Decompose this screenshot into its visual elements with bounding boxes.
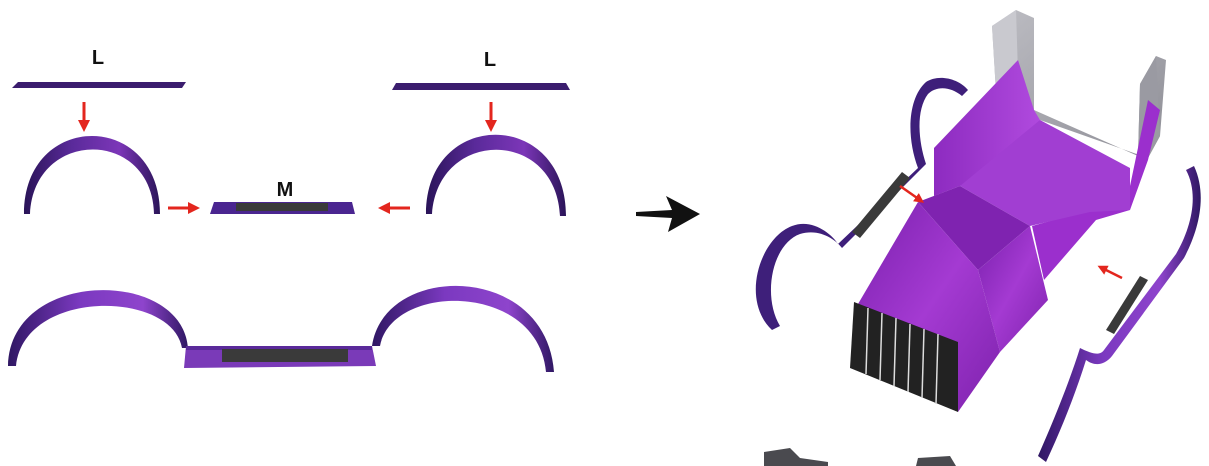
middle-strip-pad: [236, 203, 328, 211]
label-left-strip: L: [92, 47, 104, 69]
right-exploded-strip: [1038, 166, 1201, 462]
left-panel: L L M: [8, 47, 570, 372]
box-front-face: [850, 302, 958, 412]
left-wall: [934, 60, 1040, 196]
red-arrow-icon: [899, 184, 925, 203]
arrow-right-icon: [636, 196, 700, 232]
flat-strip-right: [392, 83, 570, 90]
right-wall: [1032, 100, 1160, 280]
arch-right: [426, 134, 566, 216]
assembled-pad: [222, 349, 348, 362]
grey-piece-bottom-right: [916, 456, 956, 466]
label-middle-strip: M: [277, 179, 294, 201]
box-slats: [865, 307, 939, 405]
assembled-strip: [8, 285, 554, 372]
label-right-strip: L: [484, 49, 496, 71]
center-floor: [960, 120, 1130, 226]
right-panel: [755, 10, 1201, 466]
left-exploded-strip: [755, 77, 968, 331]
red-arrow-icon: [1097, 265, 1123, 280]
front-box: [850, 186, 1048, 412]
left-strip-pad: [852, 172, 910, 238]
arch-left: [24, 136, 160, 214]
flat-strip-left: [12, 82, 186, 88]
grey-piece-bottom-left: [764, 448, 828, 466]
right-strip-pad: [1106, 276, 1148, 334]
